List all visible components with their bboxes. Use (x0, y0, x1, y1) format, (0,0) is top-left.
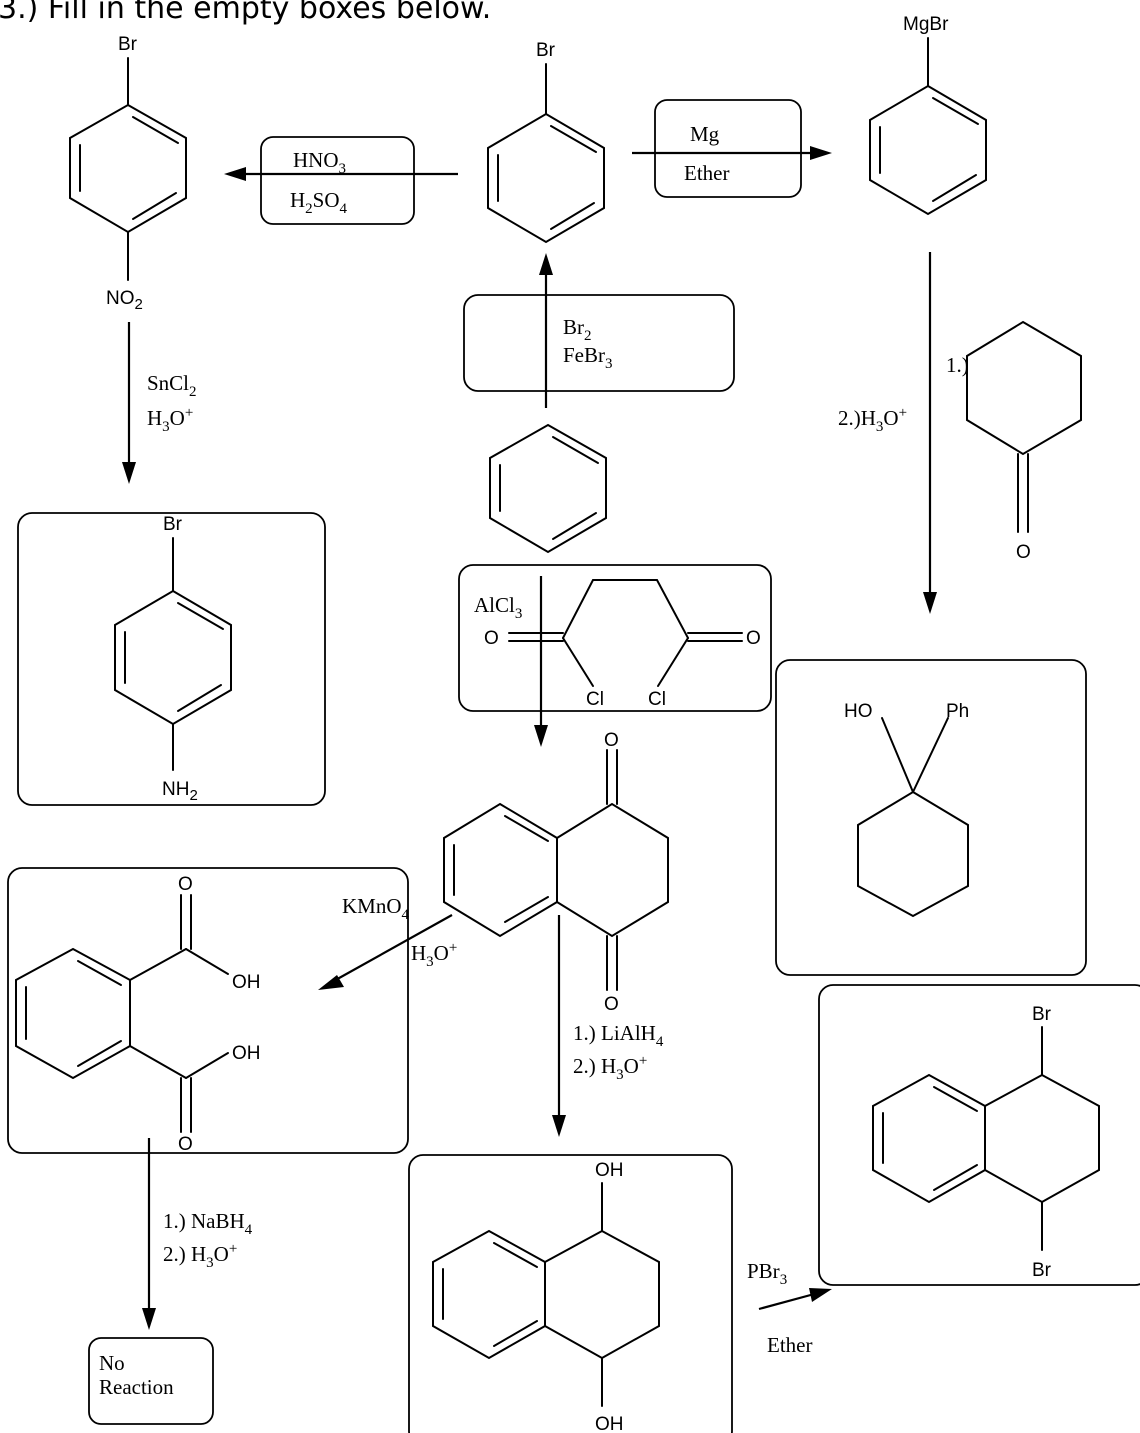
atom-cl: Cl (586, 689, 604, 710)
no-reaction-line2: Reaction (99, 1375, 174, 1399)
atom-o: O (604, 994, 619, 1015)
molecule-phthalic-acid: O OH OH O (15, 874, 261, 1155)
atom-br: Br (163, 514, 183, 535)
no-reaction-line1: No (99, 1351, 125, 1375)
reagent-kmno4: KMnO4 (342, 894, 410, 923)
arrowhead-nitration (224, 167, 246, 181)
reagent-pbr3: PBr3 (747, 1259, 787, 1288)
atom-oh: OH (595, 1414, 624, 1433)
reagent-h2so4: H2SO4 (290, 188, 348, 217)
arrowhead-lialh4 (552, 1115, 566, 1137)
molecule-cyclohexanone: O (966, 320, 1082, 563)
atom-o: O (178, 874, 193, 895)
box-bromination-reagents[interactable] (463, 294, 735, 392)
arrowhead-pbr3 (809, 1288, 832, 1302)
atom-nh2: NH2 (162, 779, 198, 804)
arrowhead-oxidation (318, 975, 344, 990)
reagent-sncl2: SnCl2 (147, 371, 197, 400)
reagent-hno3: HNO3 (293, 148, 346, 177)
arrowhead-grignard (810, 146, 832, 160)
atom-o: O (484, 628, 499, 649)
arrow-pbr3 (758, 1291, 819, 1311)
molecule-phenylmagnesium-bromide: MgBr (869, 14, 987, 216)
box-dibromide-answer[interactable] (818, 984, 1140, 1286)
atom-o: O (178, 1134, 193, 1155)
molecule-dibromotetralin: Br Br (872, 1004, 1100, 1281)
molecule-tetralin-dione: O O (443, 730, 669, 1015)
molecule-bromonitrobenzene: Br NO2 (69, 34, 187, 313)
box-tertiary-alcohol-answer[interactable] (775, 659, 1087, 976)
arrowhead-acylation (534, 725, 548, 747)
atom-o: O (604, 730, 619, 751)
box-phthalic-acid-answer[interactable] (7, 867, 409, 1154)
molecule-succinyl-chloride: O O Cl Cl (484, 579, 761, 710)
atom-no2: NO2 (106, 288, 143, 313)
reagent-step2-h3o: 2.)H3O+ (838, 405, 907, 435)
atom-cl: Cl (648, 689, 666, 710)
atom-oh: OH (232, 1043, 261, 1064)
reagent-febr3: FeBr3 (563, 343, 613, 372)
molecule-tetralin-diol: OH OH (432, 1160, 660, 1433)
atom-ph: Ph (946, 701, 969, 722)
reagent-mg: Mg (690, 122, 720, 146)
atom-br: Br (536, 40, 556, 61)
atom-oh: OH (232, 972, 261, 993)
reagent-ether-pbr3: Ether (767, 1333, 812, 1357)
reagent-h3o: H3O+ (147, 405, 193, 435)
atom-oh: OH (595, 1160, 624, 1181)
reagent-h3o-lialh4: 2.) H3O+ (573, 1053, 647, 1083)
box-grignard-reagents (654, 99, 802, 198)
atom-o: O (746, 628, 761, 649)
atom-o: O (1016, 542, 1031, 563)
molecule-bromobenzene: Br (487, 40, 605, 244)
arrowhead-nabh4 (142, 1308, 156, 1330)
reagent-nabh4: 1.) NaBH4 (163, 1209, 253, 1238)
reagent-br2: Br2 (563, 315, 592, 344)
reagent-ether: Ether (684, 161, 729, 185)
box-bromoaniline-answer[interactable] (17, 512, 326, 806)
reagent-alcl3: AlCl3 (474, 593, 522, 622)
arrow-oxidation (331, 914, 453, 983)
reagent-lialh4: 1.) LiAlH4 (573, 1021, 664, 1050)
atom-mgbr: MgBr (903, 14, 949, 35)
box-nitration-reagents (260, 136, 415, 225)
arrowhead-grignard-addition (923, 592, 937, 614)
molecule-benzene (489, 423, 607, 554)
atom-br: Br (1032, 1004, 1052, 1025)
arrowhead-reduction (122, 462, 136, 484)
question-heading: 3.) Fill in the empty boxes below. (0, 0, 491, 26)
reagent-step1: 1.) (946, 353, 969, 377)
arrowhead-bromination (539, 253, 553, 275)
molecule-phenylcyclohexanol: HO Ph (844, 701, 969, 918)
molecule-bromoaniline: Br NH2 (114, 514, 232, 804)
box-diol-answer[interactable] (408, 1154, 733, 1433)
reagent-h3o-nabh4: 2.) H3O+ (163, 1241, 237, 1271)
reagent-h3o-oxidation: H3O+ (411, 940, 457, 970)
box-no-reaction-answer[interactable] (88, 1337, 214, 1425)
atom-ho: HO (844, 701, 873, 722)
atom-br: Br (118, 34, 138, 55)
box-acylation-reagents[interactable] (458, 564, 772, 712)
atom-br: Br (1032, 1260, 1052, 1281)
